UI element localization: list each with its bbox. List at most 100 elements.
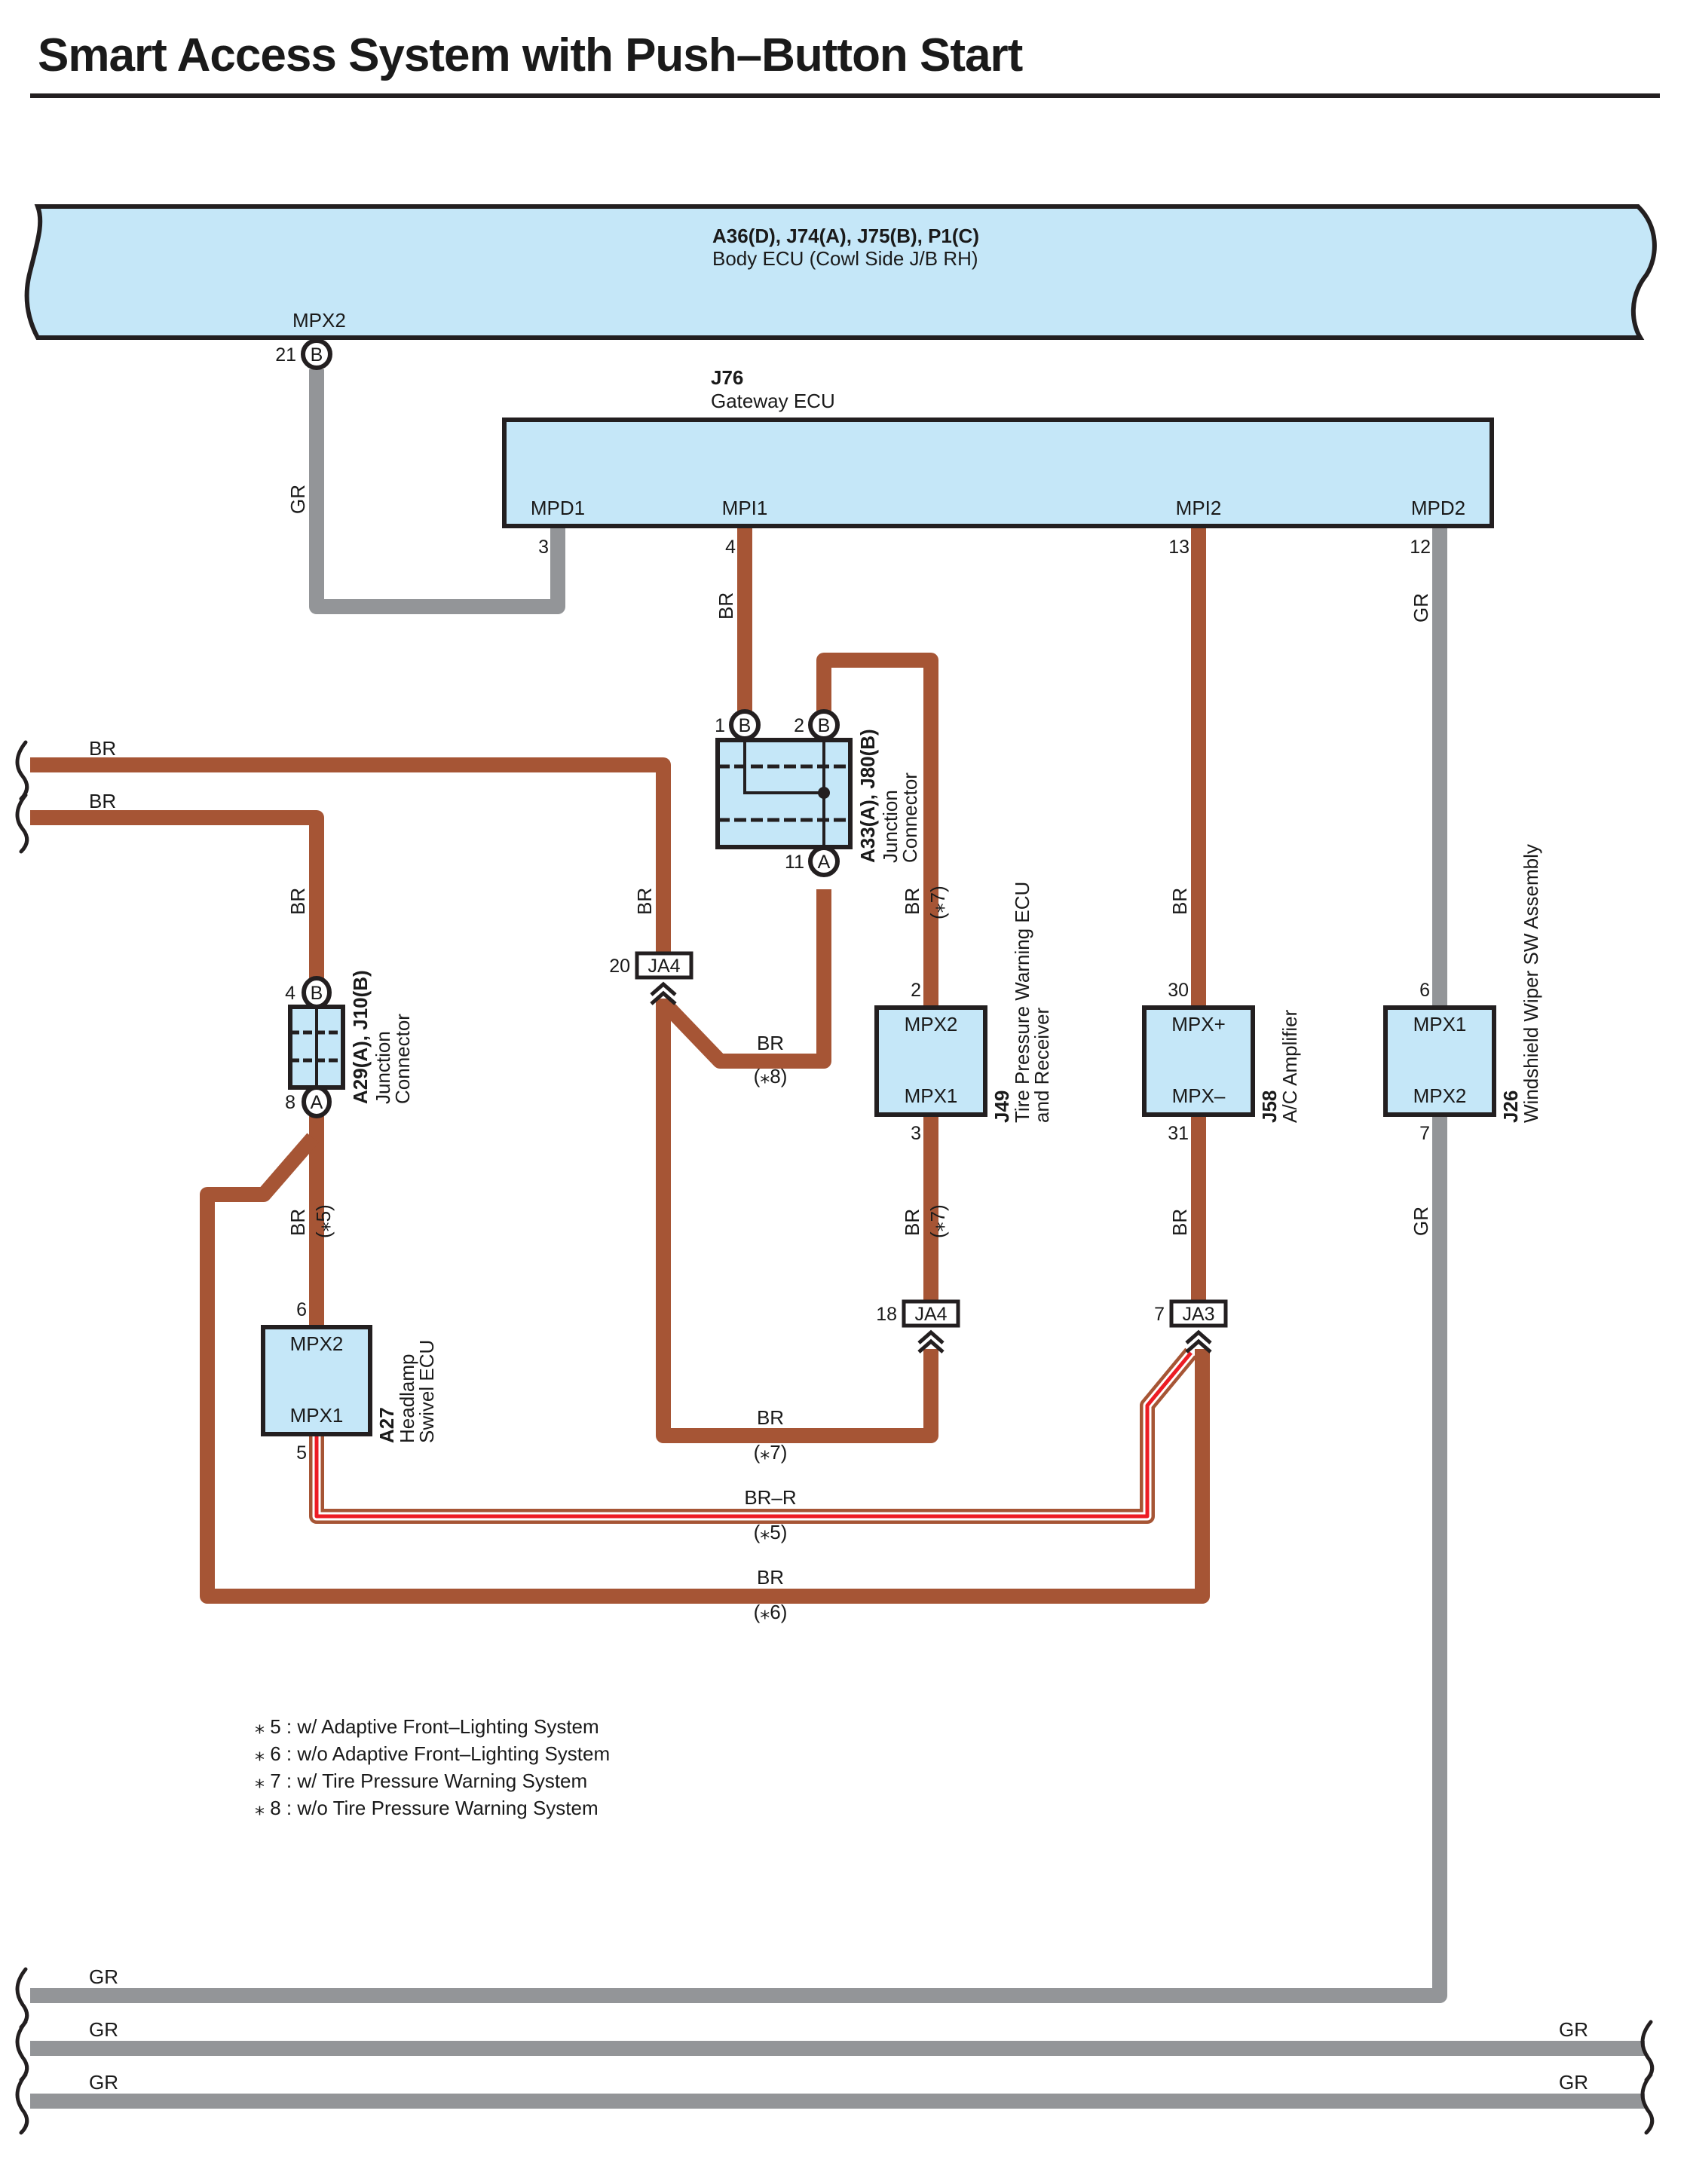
wire-br-a33-to-ja4-n8 [661,889,831,1069]
break-mark-icon [1640,2072,1655,2135]
terminal-label: MPX– [1172,1084,1226,1107]
page-title: Smart Access System with Push–Button Sta… [38,29,1023,81]
connector-letter: B [739,715,752,736]
pin-number: 6 [296,1299,307,1320]
junction-connector-a29[interactable]: B 4 A 8 A29(A), J10(B) Junction Connecto… [285,970,414,1118]
connector-letter: A [818,852,831,873]
gateway-ecu-box [502,418,1494,528]
a29-name-1: Junction [372,1031,394,1104]
wire-label-gr: GR [286,485,309,514]
a33-pin-11[interactable]: A 11 [785,846,840,877]
pin-number: 3 [538,537,549,558]
tpms-code: J49 [990,1090,1013,1123]
connector-letter: A [311,1092,323,1113]
tpms-ecu-j49[interactable]: MPX2 MPX1 2 3 J49 Tire Pressure Warning … [874,882,1053,1144]
pin-number: 31 [1168,1123,1189,1144]
body-ecu-terminal-mpx2: MPX2 [292,309,346,332]
component-box [1142,1005,1255,1117]
a33-name-2: Connector [899,772,921,863]
splice-name: JA4 [648,956,680,977]
a29-name-2: Connector [391,1014,414,1104]
pin-number: 18 [876,1304,897,1325]
wire-label-br: BR [901,888,923,915]
wire-label-br: BR [1168,1209,1191,1236]
wire-br-left-top-to-ja4 [30,757,671,953]
wire-gr-body-to-gateway-mpd1 [309,369,565,614]
body-ecu[interactable]: A36(D), J74(A), J75(B), P1(C) Body ECU (… [24,204,1657,340]
splice-ja3-7[interactable]: JA3 7 [1154,1299,1228,1354]
headlamp-swivel-ecu-a27[interactable]: MPX2 MPX1 6 5 A27 Headlamp Swivel ECU [261,1299,438,1464]
wire-note-6: (⁎6) [754,1601,788,1623]
wire-label-gr: GR [89,2018,118,2041]
gateway-ecu-code: J76 [711,366,743,389]
wire-note-8: (⁎8) [754,1065,788,1087]
wire-labels: GR BR GR BR BR BR (⁎7) BR BR (⁎5) BR (⁎7… [89,485,1588,2094]
wire-note-5: (⁎5) [754,1521,788,1543]
wire-br-ja4-loop-n7 [656,999,938,1443]
wire-br-a29-to-ja3-n6 [200,1133,1210,1604]
wire-label-gr: GR [1410,593,1432,622]
wire-note-5: (⁎5) [312,1204,335,1238]
wire-label-br: BR [286,888,309,915]
headlamp-name-2: Swivel ECU [415,1340,438,1443]
connector-letter: B [818,715,831,736]
tpms-name-1: Tire Pressure Warning ECU [1011,882,1033,1123]
terminal-label: MPX1 [290,1404,344,1427]
a29-pin-8[interactable]: A 8 [285,1085,332,1118]
wire-label-br: BR [757,1566,784,1589]
note-7: ⁎ 7 : w/ Tire Pressure Warning System [255,1770,587,1792]
break-mark-icon [15,793,29,854]
a29-pin-4[interactable]: B 4 [285,976,332,1009]
splice-ja4-18[interactable]: JA4 18 [876,1299,960,1354]
splice-name: JA4 [914,1304,947,1325]
wire-br-left-to-a29 [30,810,324,978]
wire-label-gr: GR [1559,2018,1588,2041]
body-ecu-pin-21[interactable]: B 21 [275,338,332,370]
note-6: ⁎ 6 : w/o Adaptive Front–Lighting System [255,1742,610,1765]
terminal-label: MPX+ [1171,1013,1226,1035]
ac-amplifier-j58[interactable]: MPX+ MPX– 30 31 J58 A/C Amplifier [1142,980,1301,1144]
splice-ja4-20[interactable]: JA4 20 [609,951,693,1005]
wiper-code: J26 [1499,1090,1522,1123]
wire-label-gr: GR [89,2071,118,2094]
a33-code: A33(A), J80(B) [856,729,879,863]
ac-amp-name: A/C Amplifier [1278,1009,1301,1123]
wire-br-a33-to-j49 [816,653,938,1008]
wire-label-br: BR [715,592,737,619]
notes-legend: ⁎ 5 : w/ Adaptive Front–Lighting System … [255,1715,610,1819]
pin-number: 5 [296,1442,307,1464]
connector-chevron-icon [1185,1329,1212,1354]
terminal-label: MPX1 [1413,1013,1467,1035]
wire-break-marks [15,740,1655,2135]
junction-connector-a33[interactable]: B 1 B 2 A 11 A33(A), J80(B) Junction Con… [715,709,921,877]
terminal-label: MPX2 [290,1332,344,1355]
wire-label-br: BR [757,1406,784,1429]
title-rule [30,93,1660,98]
pin-number: 8 [285,1092,295,1113]
wire-label-gr: GR [1410,1207,1432,1236]
wire-label-br: BR [757,1032,784,1054]
break-mark-icon [1640,2020,1655,2082]
a33-name-1: Junction [879,790,902,863]
component-box [874,1005,987,1117]
a33-pin-1[interactable]: B 1 [715,709,761,741]
pin-number: 6 [1419,980,1430,1001]
wire-label-br-r: BR–R [744,1486,796,1509]
a33-pin-2[interactable]: B 2 [794,709,840,741]
note-5: ⁎ 5 : w/ Adaptive Front–Lighting System [255,1715,599,1738]
headlamp-name-1: Headlamp [396,1354,418,1443]
wire-label-gr: GR [89,1965,118,1988]
wire-label-br: BR [89,790,116,812]
break-mark-icon [15,1967,29,2030]
gateway-ecu[interactable]: J76 Gateway ECU MPD1 MPI1 MPI2 MPD2 3 4 … [502,366,1494,558]
gateway-terminal-mpi2: MPI2 [1176,497,1222,519]
gateway-ecu-name: Gateway ECU [711,390,835,412]
wiper-switch-j26[interactable]: MPX1 MPX2 6 7 J26 Windshield Wiper SW As… [1383,844,1542,1144]
splice-name: JA3 [1182,1304,1214,1325]
a29-code: A29(A), J10(B) [349,970,372,1104]
wire-br-r-a27-to-ja3-n5 [309,1347,1197,1524]
pin-number: 2 [794,715,804,736]
wire-label-br: BR [1168,888,1191,915]
wire-label-br: BR [901,1209,923,1236]
